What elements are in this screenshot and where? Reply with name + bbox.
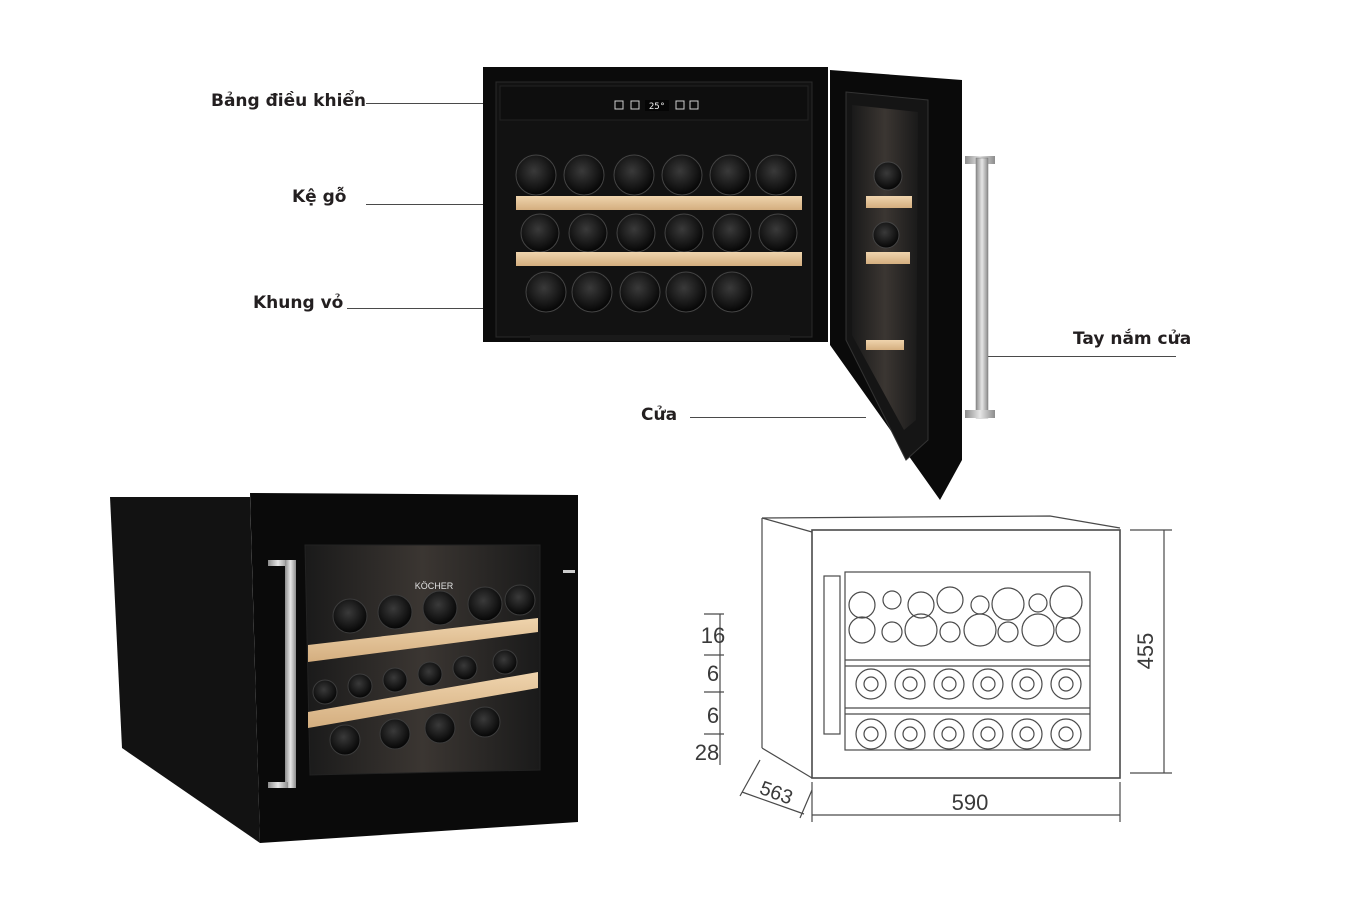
control-panel: 25° — [499, 85, 809, 121]
leader-wood-shelf — [366, 204, 516, 205]
open-door — [830, 70, 995, 500]
wood-shelf-2 — [516, 252, 802, 266]
closed-door-handle — [285, 560, 296, 788]
door-handle-steel — [965, 156, 995, 419]
leader-cabinet-frame — [347, 308, 502, 309]
light-icon — [630, 100, 640, 110]
wood-shelf-1 — [516, 196, 802, 210]
open-cabinet: 25° — [483, 67, 995, 500]
dim-height: 455 — [1133, 633, 1158, 670]
dim-width: 590 — [952, 790, 989, 815]
temperature-display: 25° — [649, 102, 665, 112]
callout-door: Cửa — [641, 405, 678, 425]
closed-shelf-1 — [308, 618, 538, 662]
callout-control-panel: Bảng điều khiển — [211, 91, 367, 111]
dim-depth: 563 — [757, 777, 796, 809]
leader-door — [690, 417, 866, 418]
bottle-rows — [515, 154, 798, 313]
down-icon — [689, 100, 699, 110]
dim-stack-3: 6 — [707, 703, 719, 728]
callout-door-handle: Tay nắm cửa — [1073, 329, 1192, 349]
power-icon — [614, 100, 624, 110]
brand-logo: KÖCHER — [415, 581, 454, 591]
callout-wood-shelf: Kệ gỗ — [292, 187, 347, 207]
dim-stack-1: 16 — [701, 623, 725, 648]
leader-control-panel — [366, 103, 588, 104]
closed-cabinet: KÖCHER — [110, 493, 578, 843]
technical-drawing — [704, 515, 1172, 822]
up-icon — [675, 100, 685, 110]
leader-door-handle — [984, 356, 1176, 357]
dim-stack-2: 6 — [707, 661, 719, 686]
callout-cabinet-frame: Khung vỏ — [253, 293, 344, 313]
dim-stack-4: 28 — [695, 740, 719, 765]
closed-shelf-2 — [308, 672, 538, 728]
